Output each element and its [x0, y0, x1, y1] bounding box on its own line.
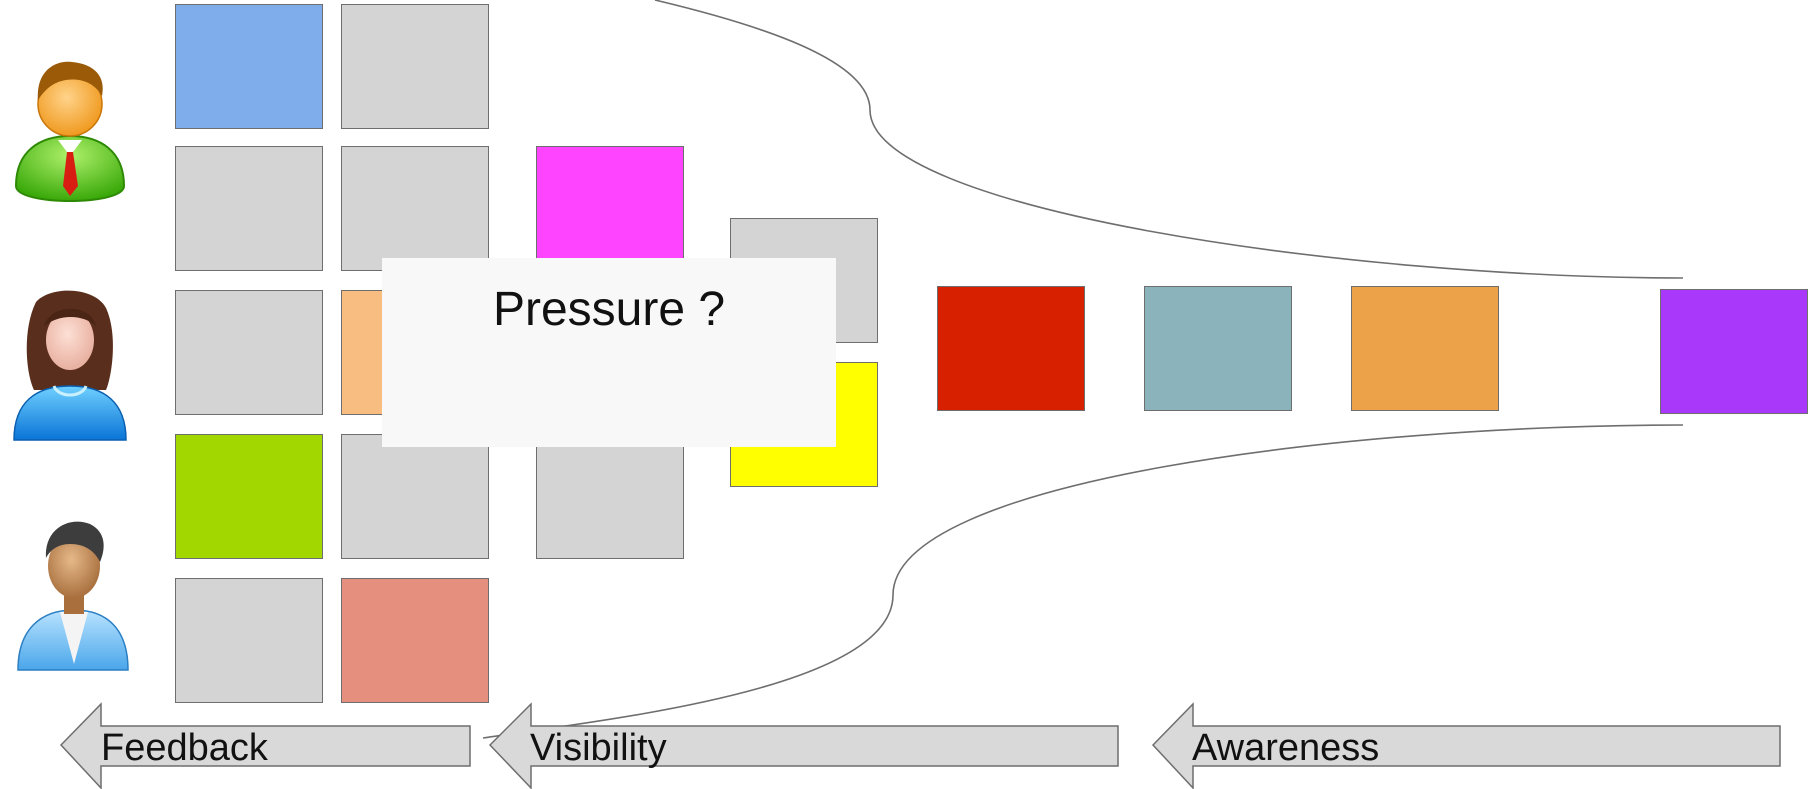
woman-in-blue-icon — [13, 290, 127, 441]
awareness-label: Awareness — [1192, 727, 1380, 769]
task-box-gray — [175, 290, 323, 415]
task-box-gray — [175, 146, 323, 271]
task-box-purple — [1660, 289, 1808, 414]
task-box-slate — [1144, 286, 1292, 411]
task-box-orange — [1351, 286, 1499, 411]
funnel-upper-curve — [654, 0, 1684, 279]
task-box-gray — [341, 4, 489, 129]
visibility-label: Visibility — [530, 727, 667, 769]
task-box-gray — [341, 434, 489, 559]
pressure-callout: Pressure ? — [382, 258, 836, 447]
awareness-arrow — [1151, 702, 1781, 789]
task-box-gray — [536, 434, 684, 559]
visibility-arrow — [488, 702, 1119, 789]
task-box-red — [937, 286, 1085, 411]
feedback-label: Feedback — [101, 727, 268, 769]
manager-in-green-suit-icon — [14, 61, 126, 202]
funnel-lower-curve — [482, 424, 1684, 739]
task-box-salmon — [341, 578, 489, 703]
task-box-magenta — [536, 146, 684, 271]
task-box-lime — [175, 434, 323, 559]
feedback-arrow — [59, 702, 471, 789]
task-box-blue — [175, 4, 323, 129]
pressure-callout-text: Pressure ? — [492, 283, 726, 336]
task-box-gray — [175, 578, 323, 703]
task-box-gray — [341, 146, 489, 271]
man-in-blue-jacket-icon — [17, 521, 129, 671]
